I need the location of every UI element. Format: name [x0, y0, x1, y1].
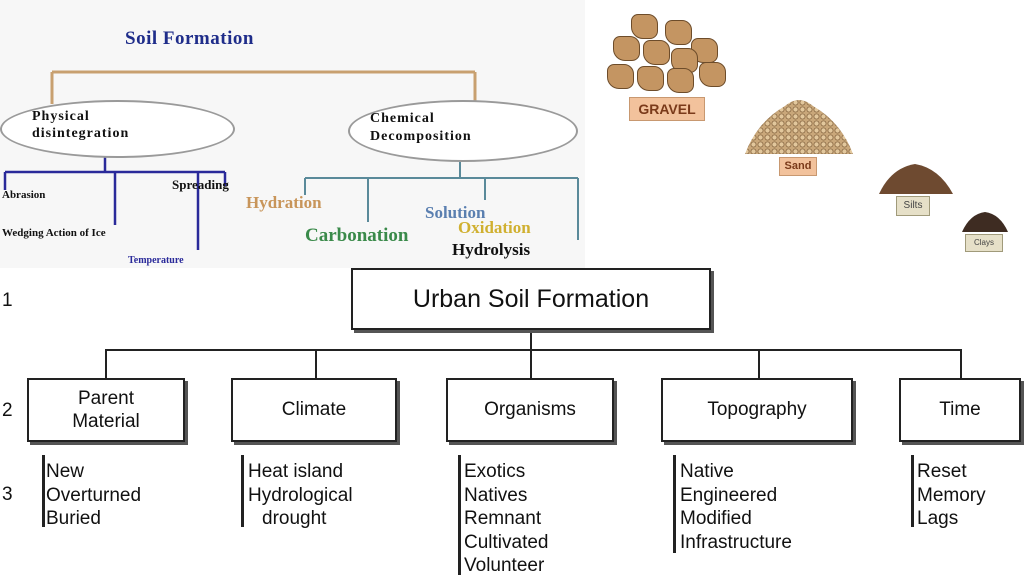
chemical-label-line1: Chemical — [370, 111, 435, 126]
physical-item-abrasion: Abrasion — [2, 189, 46, 201]
list-item: New — [46, 461, 85, 482]
list-item: Overturned — [46, 484, 142, 506]
list-item: Hydrological — [248, 484, 353, 506]
connector-topography — [758, 349, 760, 379]
chemical-item-solution: Solution — [425, 203, 486, 222]
bar-climate — [241, 455, 244, 527]
parent-material-items: New Overturned Buried — [46, 460, 141, 531]
chemical-item-oxidation: Oxidation — [458, 218, 531, 237]
chemical-decomposition-node — [348, 100, 578, 162]
physical-item-temperature: Temperature — [128, 255, 184, 266]
physical-item-wedging: Wedging Action of Ice — [2, 227, 106, 239]
list-item: Native — [680, 461, 734, 482]
list-item: Memory — [917, 484, 986, 506]
factor-parent-line2: Material — [72, 411, 140, 432]
soil-formation-connectors — [3, 70, 579, 250]
list-item: Reset — [917, 461, 967, 482]
factor-time: Time — [899, 378, 1021, 442]
silts-pile — [879, 164, 953, 194]
connector-parent — [105, 349, 107, 379]
list-item: Modified — [680, 508, 752, 529]
factor-parent-material: Parent Material — [27, 378, 185, 442]
clays-pile — [962, 212, 1008, 232]
physical-label-line2: disintegration — [32, 126, 130, 141]
gravel-label: GRAVEL — [629, 97, 705, 121]
urban-soil-formation-title: Urban Soil Formation — [351, 268, 711, 330]
soil-formation-title: Soil Formation — [125, 28, 254, 49]
factor-parent-line1: Parent — [78, 388, 134, 409]
chemical-item-hydrolysis: Hydrolysis — [452, 240, 531, 259]
physical-disintegration-node — [0, 100, 235, 158]
sand-pile — [745, 100, 853, 154]
row-number-3: 3 — [2, 484, 13, 505]
list-item: Exotics — [464, 461, 526, 482]
climate-items: Heat island Hydrological drought — [248, 460, 353, 531]
physical-item-spreading: Spreading — [172, 177, 229, 192]
list-item: Engineered — [680, 484, 778, 506]
connector-horizontal — [105, 349, 962, 351]
soil-formation-diagram: Soil Formation Physical disintegration C… — [0, 0, 601, 268]
connector-time — [960, 349, 962, 379]
factor-organisms: Organisms — [446, 378, 614, 442]
bar-parent — [42, 455, 45, 527]
chemical-label-line2: Decomposition — [370, 129, 472, 144]
bar-topography — [673, 455, 676, 553]
factor-climate: Climate — [231, 378, 397, 442]
chemical-item-hydration: Hydration — [246, 193, 322, 212]
bar-time — [911, 455, 914, 527]
silts-label: Silts — [896, 196, 930, 216]
list-item: Volunteer — [464, 555, 545, 576]
time-items: Reset Memory Lags — [917, 460, 986, 531]
list-item: Buried — [46, 508, 101, 529]
list-item: Remnant — [464, 508, 542, 529]
row-number-2: 2 — [2, 400, 13, 421]
physical-label-line1: Physical — [32, 109, 90, 124]
row-number-1: 1 — [2, 290, 13, 311]
bar-organisms — [458, 455, 461, 575]
list-item: Infrastructure — [680, 531, 792, 553]
list-item: drought — [262, 508, 327, 529]
list-item: Lags — [917, 508, 959, 529]
connector-climate — [315, 349, 317, 379]
topography-items: Native Engineered Modified Infrastructur… — [680, 460, 792, 554]
sand-label: Sand — [779, 157, 817, 176]
connector-organisms — [530, 349, 532, 379]
factor-topography: Topography — [661, 378, 853, 442]
chemical-item-carbonation: Carbonation — [305, 225, 409, 246]
organisms-items: Exotics Natives Remnant Cultivated Volun… — [464, 460, 549, 578]
list-item: Natives — [464, 484, 528, 506]
soil-particle-sizes-image: GRAVEL Sand Silts Clays — [585, 0, 1024, 268]
list-item: Cultivated — [464, 531, 549, 553]
list-item: Heat island — [248, 461, 344, 482]
connector-title-down — [530, 330, 532, 350]
clays-label: Clays — [965, 234, 1003, 252]
